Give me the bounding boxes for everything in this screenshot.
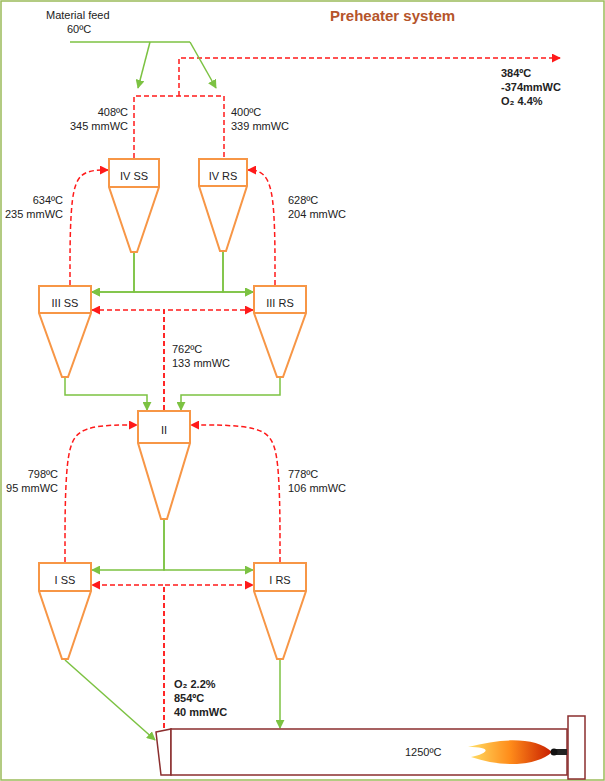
cyclone-cone-edge (138, 442, 190, 444)
material-flow-arrow (223, 252, 253, 292)
cyclone-cone-edge (254, 590, 306, 592)
gas-pressure: 95 mmWC (5, 482, 59, 495)
cyclone-label: I SS (55, 574, 76, 587)
cyclone-body (199, 159, 247, 251)
gas-flow-arrow (92, 585, 164, 728)
exhaust-temperature: 384ºC (500, 67, 532, 80)
material-feed-line (70, 41, 190, 43)
cyclone: I RS (253, 562, 307, 660)
kiln-outlet-pressure: 40 mmWC (173, 706, 228, 719)
gas-pressure: 204 mmWC (287, 208, 347, 221)
cyclone-body (138, 411, 190, 519)
cyclone-cone-edge (39, 590, 91, 592)
material-flow-arrow (92, 252, 223, 292)
gas-flow-arrow (70, 170, 108, 285)
cyclone-label: II (161, 424, 167, 437)
rotary-kiln: 1250ºC (155, 728, 568, 776)
material-feed-line (138, 42, 150, 88)
cyclone-body (254, 286, 306, 377)
gas-pressure: 106 mmWC (287, 482, 347, 495)
burner-tip (551, 749, 558, 756)
cyclone-cone-edge (254, 312, 306, 314)
gas-flow-arrow (65, 425, 137, 562)
gas-temperature: 634ºC (32, 194, 64, 207)
gas-flow-arrow (92, 310, 164, 410)
material-flow-arrow (181, 378, 280, 410)
temperature-label: 1250ºC (405, 746, 441, 759)
kiln-outlet-temperature: 854ºC (173, 692, 205, 705)
gas-flow-arrow (164, 310, 253, 410)
cyclone-label: III SS (52, 297, 79, 310)
gas-temperature: 400ºC (230, 106, 262, 119)
cyclone: I SS (38, 562, 92, 660)
feed-temperature: 60ºC (66, 23, 92, 36)
gas-flow-arrow (248, 170, 275, 285)
gas-temperature: 778ºC (287, 468, 319, 481)
cyclone-label: IV RS (209, 170, 238, 183)
gas-pressure: 133 mmWC (171, 357, 231, 370)
material-flow-arrow (134, 253, 253, 292)
gas-pressure: 235 mmWC (4, 208, 64, 221)
cyclone: III SS (38, 285, 92, 378)
cyclone-body (39, 286, 91, 377)
material-flow-arrow (92, 253, 134, 292)
cyclone-body (254, 563, 306, 659)
kiln-body (171, 729, 567, 775)
cyclone-label: I RS (269, 574, 290, 587)
material-flow-arrow (65, 378, 147, 410)
kiln-hood (568, 716, 585, 779)
gas-pressure: 345 mmWC (69, 120, 129, 133)
material-flow-arrow (65, 660, 155, 740)
gas-temperature: 762ºC (171, 343, 203, 356)
burner-flame (468, 740, 552, 764)
exhaust-oxygen: O₂ 4.4% (500, 95, 544, 108)
gas-flow-arrow (191, 425, 280, 562)
cyclone-cone-edge (199, 185, 247, 187)
cyclone-label: III RS (266, 297, 294, 310)
kiln-inlet (156, 729, 171, 775)
exhaust-duct (134, 96, 224, 158)
cyclone-cone-edge (109, 186, 159, 188)
gas-temperature: 408ºC (97, 106, 129, 119)
cyclone-body (39, 563, 91, 659)
kiln-shell (155, 728, 568, 776)
cyclone: II (137, 410, 191, 520)
cyclone-cone-edge (39, 312, 91, 314)
material-feed-line (190, 42, 216, 88)
cyclone: IV RS (198, 158, 248, 252)
cyclone-label: IV SS (120, 170, 148, 183)
gas-pressure: 339 mmWC (230, 120, 290, 133)
cyclone: III RS (253, 285, 307, 378)
cyclone-body (109, 159, 159, 252)
material-flow-arrow (279, 660, 281, 728)
feed-label: Material feed (45, 9, 111, 22)
kiln-outlet-oxygen: O₂ 2.2% (173, 678, 217, 691)
diagram-title: Preheater system (330, 7, 455, 25)
gas-flow-arrow (164, 585, 253, 728)
gas-temperature: 798ºC (27, 468, 59, 481)
material-flow-arrow (164, 520, 253, 570)
material-flow-arrow (92, 520, 164, 570)
cyclone: IV SS (108, 158, 160, 253)
gas-temperature: 628ºC (287, 194, 319, 207)
exhaust-pressure: -374mmWC (500, 81, 562, 94)
